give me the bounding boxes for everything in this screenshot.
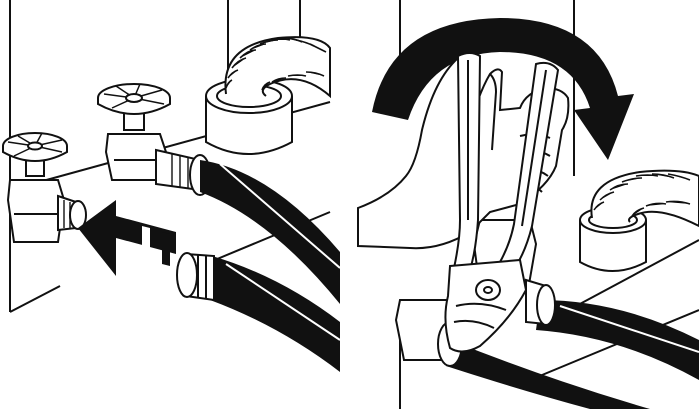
panel-connect-hose — [0, 0, 340, 409]
drain-standpipe-icon — [580, 171, 699, 271]
cold-water-tap-icon — [3, 133, 86, 242]
panel-tighten-with-pliers — [350, 0, 699, 409]
connect-hose-illustration — [0, 0, 340, 409]
drain-standpipe-icon — [206, 37, 330, 154]
tighten-illustration — [350, 0, 699, 409]
push-arrow-icon — [78, 200, 176, 276]
